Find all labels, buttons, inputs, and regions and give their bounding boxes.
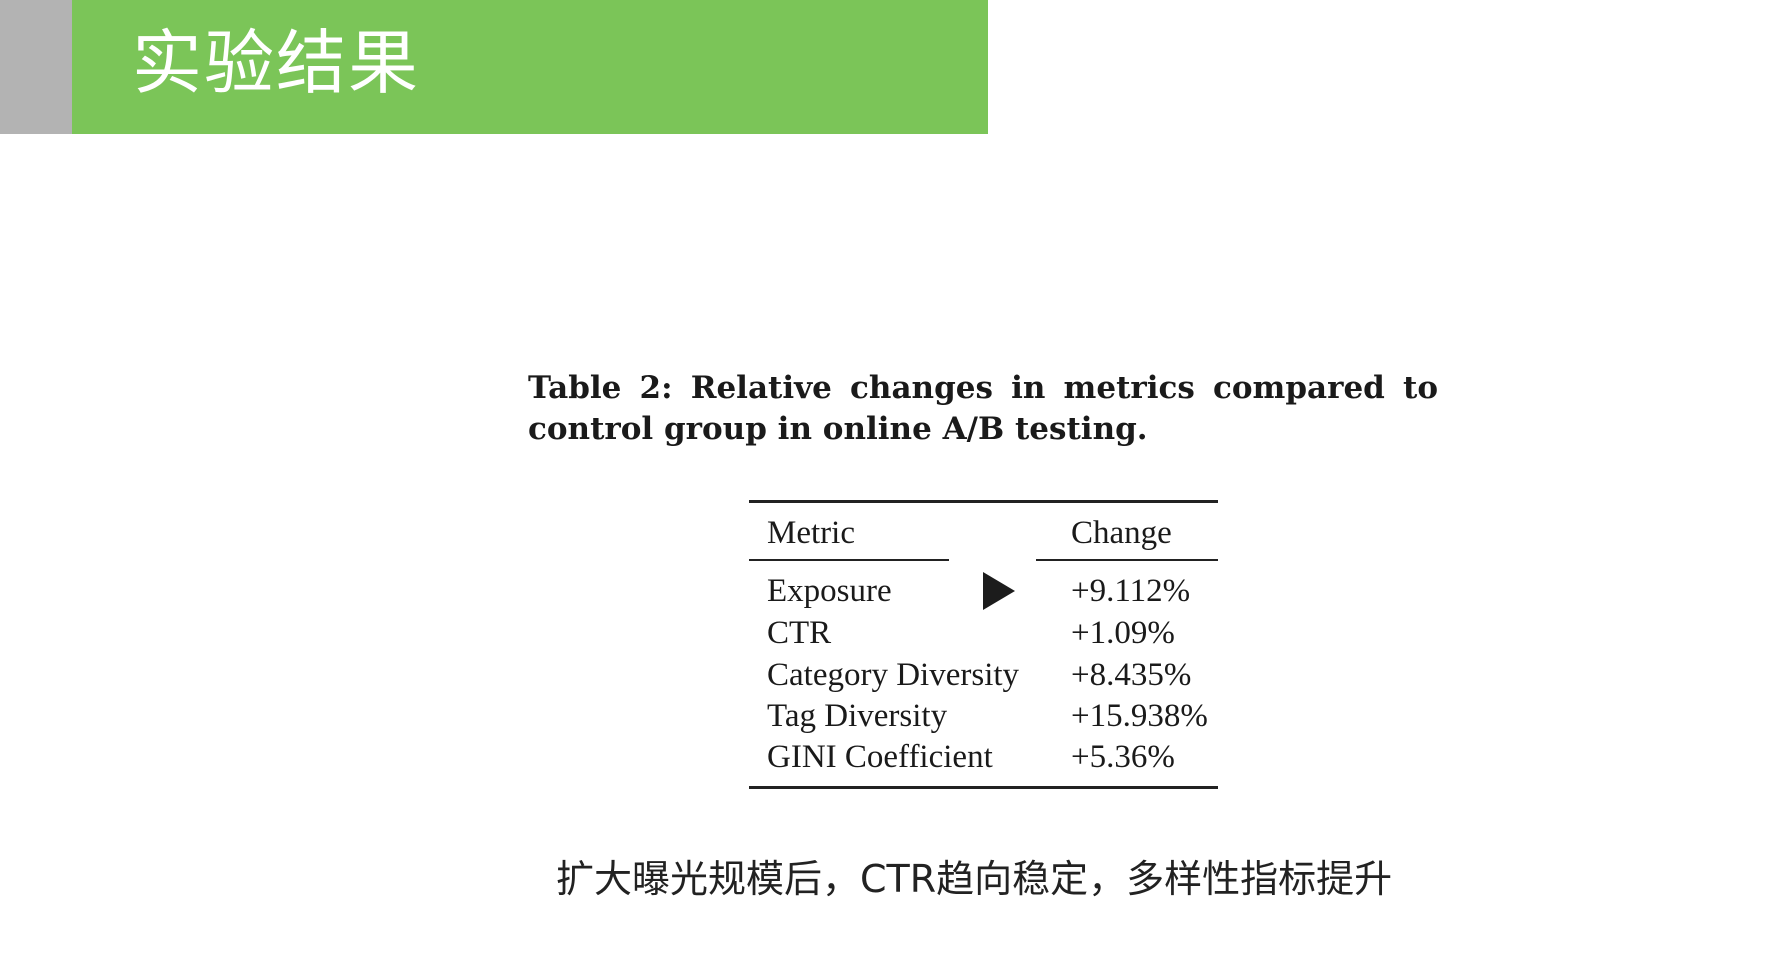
- table-row-metric: Tag Diversity: [767, 698, 948, 734]
- table-mid-rule-left: [749, 559, 949, 561]
- table-row-change: +5.36%: [1071, 739, 1175, 775]
- table-row-change: +9.112%: [1071, 573, 1191, 609]
- table-row-metric: Category Diversity: [767, 657, 1020, 693]
- table-row-metric: Exposure: [767, 573, 892, 609]
- table-row-change: +15.938%: [1071, 698, 1208, 734]
- table-row-metric: GINI Coefficient: [767, 739, 993, 775]
- play-icon[interactable]: [983, 572, 1015, 610]
- table-row-change: +8.435%: [1071, 657, 1192, 693]
- title-bar-side-block: [0, 0, 72, 134]
- table-header-metric: Metric: [767, 515, 855, 551]
- table-header-change: Change: [1071, 515, 1172, 551]
- table-bottom-rule: [749, 786, 1218, 789]
- table-caption: Table 2: Relative changes in metrics com…: [528, 370, 1438, 447]
- table-row-metric: CTR: [767, 615, 832, 651]
- title-bar: [72, 0, 988, 134]
- slide-title: 实验结果: [132, 22, 420, 104]
- table-mid-rule-right: [1036, 559, 1218, 561]
- slide-subtitle: 扩大曝光规模后，CTR趋向稳定，多样性指标提升: [556, 857, 1393, 901]
- table-top-rule: [749, 500, 1218, 503]
- table-row-change: +1.09%: [1071, 615, 1175, 651]
